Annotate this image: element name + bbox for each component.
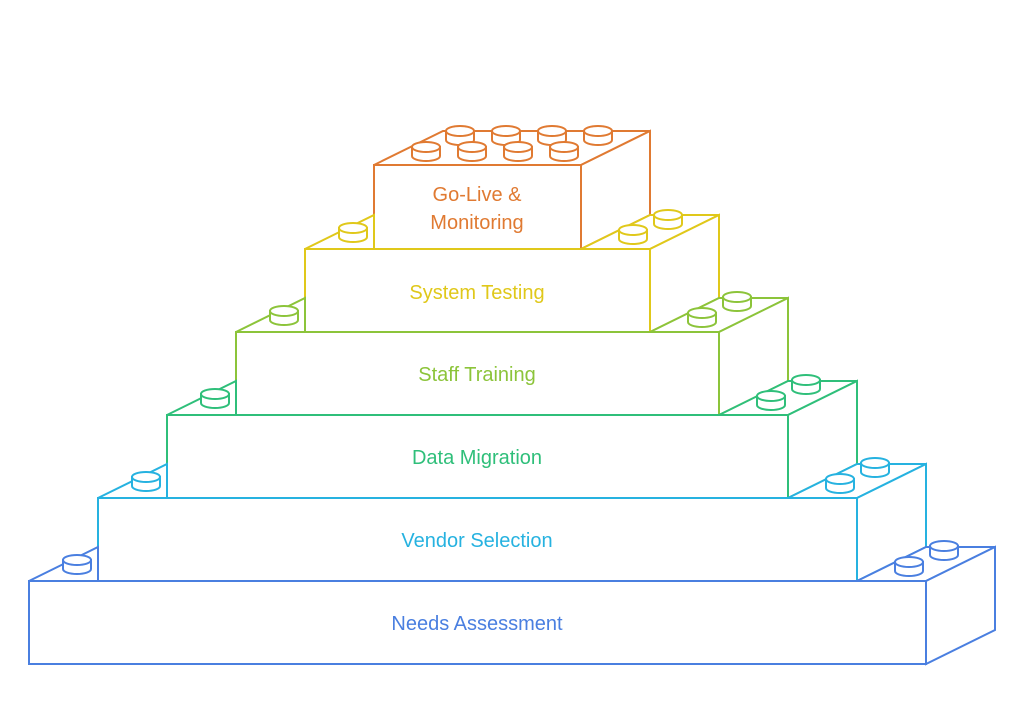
lego-studs — [62, 125, 959, 577]
block-label-go-live-line2: Monitoring — [430, 212, 523, 234]
stud-icon — [200, 388, 230, 409]
block-staff-training — [235, 296, 789, 417]
stud-icon — [653, 209, 683, 230]
block-front-face — [97, 497, 858, 582]
block-front-face — [235, 331, 720, 416]
stud-icon — [503, 141, 533, 162]
stud-icon — [338, 222, 368, 243]
block-front-face — [373, 164, 582, 250]
block-go-live-monitoring — [373, 129, 651, 251]
stud-icon — [491, 125, 521, 146]
stud-icon — [131, 471, 161, 492]
stud-icon — [722, 291, 752, 312]
block-label-system-testing: System Testing — [409, 282, 544, 304]
stud-icon — [445, 125, 475, 146]
stud-icon — [929, 540, 959, 561]
stud-icon — [549, 141, 579, 162]
stud-icon — [457, 141, 487, 162]
block-front-face — [166, 414, 789, 499]
stud-icon — [411, 141, 441, 162]
stud-icon — [583, 125, 613, 146]
block-needs-assessment — [28, 545, 996, 666]
stud-icon — [687, 307, 717, 328]
block-label-needs-assessment: Needs Assessment — [391, 613, 563, 635]
stud-icon — [791, 374, 821, 395]
block-label-data-migration: Data Migration — [412, 447, 542, 469]
stud-icon — [825, 473, 855, 494]
stud-icon — [269, 305, 299, 326]
stud-icon — [756, 390, 786, 411]
stud-icon — [618, 224, 648, 245]
stud-icon — [894, 556, 924, 577]
stud-icon — [860, 457, 890, 478]
block-front-face — [304, 248, 651, 333]
block-front-face — [28, 580, 927, 665]
stud-icon — [62, 554, 92, 575]
block-label-staff-training: Staff Training — [418, 364, 535, 386]
block-label-go-live-line1: Go-Live & — [433, 184, 523, 206]
block-label-vendor-selection: Vendor Selection — [401, 530, 552, 552]
